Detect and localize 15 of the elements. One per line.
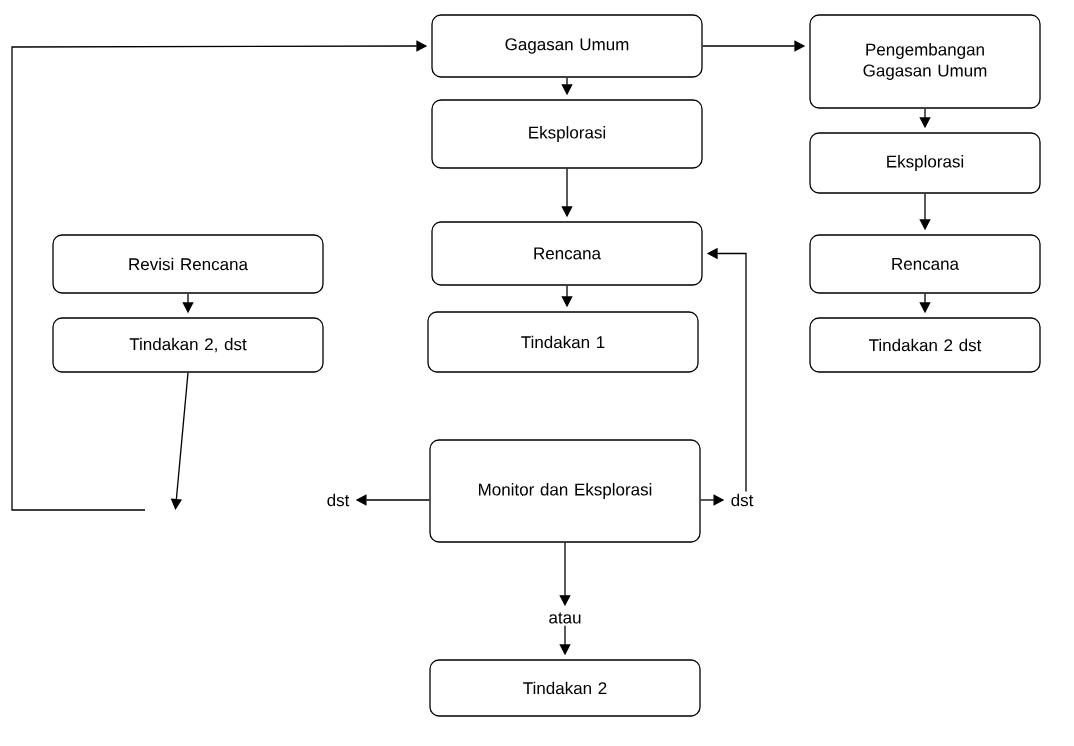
process-box: Gagasan Umum bbox=[431, 14, 703, 78]
process-box: Tindakan 1 bbox=[427, 311, 699, 373]
flow-text: dst bbox=[731, 493, 754, 507]
process-box: Eksplorasi bbox=[431, 99, 703, 169]
process-box: Rencana bbox=[431, 221, 703, 286]
flow-text: dst bbox=[327, 493, 350, 507]
process-box: Tindakan 2 bbox=[429, 659, 701, 717]
process-box: Tindakan 2 dst bbox=[809, 317, 1041, 373]
process-box: Pengembangan Gagasan Umum bbox=[809, 14, 1041, 109]
process-box: Tindakan 2, dst bbox=[52, 317, 324, 373]
process-box: Eksplorasi bbox=[809, 132, 1041, 194]
process-box: Revisi Rencana bbox=[52, 234, 324, 294]
process-box: Monitor dan Eksplorasi bbox=[429, 439, 701, 543]
process-box: Rencana bbox=[809, 234, 1041, 294]
flow-text: atau bbox=[549, 612, 581, 624]
